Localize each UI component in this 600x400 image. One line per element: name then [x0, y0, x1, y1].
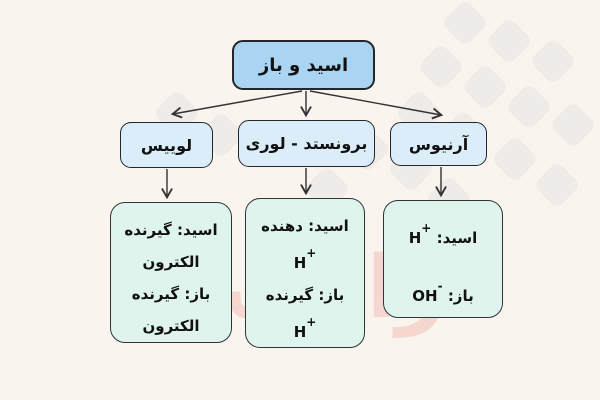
- formula-oh-minus: OH-: [412, 279, 442, 305]
- watermark-tile: [484, 16, 534, 66]
- detail-line: باز: گیرنده: [131, 285, 211, 303]
- watermark-tile: [504, 82, 554, 132]
- formula-base: OH: [412, 287, 438, 305]
- formula-base: H: [408, 229, 422, 247]
- root-node-acid-and-base: اسید و باز: [232, 40, 375, 90]
- watermark-tile: [548, 100, 598, 150]
- formula-superscript: -: [437, 278, 443, 293]
- detail-line: الکترون: [142, 253, 200, 271]
- detail-node-lewis: اسید: گیرنده الکترون باز: گیرنده الکترون: [110, 202, 232, 343]
- formula-superscript: +: [306, 245, 317, 260]
- branch-node-bronsted-lowry: برونستد - لوری: [238, 120, 375, 167]
- watermark-tile: [460, 62, 510, 112]
- formula-superscript: +: [306, 314, 317, 329]
- detail-line: الکترون: [142, 317, 200, 335]
- formula-h-plus: H+: [408, 221, 432, 247]
- branch-node-lewis: لوییس: [120, 122, 213, 168]
- formula-h-plus: H+: [294, 311, 317, 348]
- formula-superscript: +: [421, 220, 432, 235]
- watermark-tile: [416, 42, 466, 92]
- watermark-tile: [532, 160, 582, 210]
- branch-node-arrhenius: آرنیوس: [390, 122, 487, 166]
- formula-h-plus: H+: [294, 242, 317, 279]
- root-node-label: اسید و باز: [258, 54, 349, 76]
- formula-base: H: [293, 323, 307, 341]
- detail-line: اسید: دهنده: [261, 217, 349, 235]
- acid-label: اسید:: [436, 229, 478, 247]
- watermark-tile: [440, 0, 490, 48]
- branch-label-bronsted-lowry: برونستد - لوری: [245, 134, 368, 153]
- detail-line-acid: اسید: H+: [409, 207, 478, 265]
- detail-node-arrhenius: اسید: H+ باز: OH-: [383, 200, 503, 318]
- detail-node-bronsted-lowry: اسید: دهنده H+ باز: گیرنده H+: [245, 198, 365, 348]
- branch-label-lewis: لوییس: [140, 135, 193, 155]
- watermark-tile: [528, 36, 578, 86]
- detail-line: اسید: گیرنده: [124, 221, 218, 239]
- watermark-tile: [490, 134, 540, 184]
- formula-base: H: [293, 254, 307, 272]
- branch-label-arrhenius: آرنیوس: [408, 134, 469, 154]
- detail-line-base: باز: OH-: [412, 265, 473, 323]
- detail-line: باز: گیرنده: [265, 286, 345, 304]
- base-label: باز:: [447, 287, 474, 305]
